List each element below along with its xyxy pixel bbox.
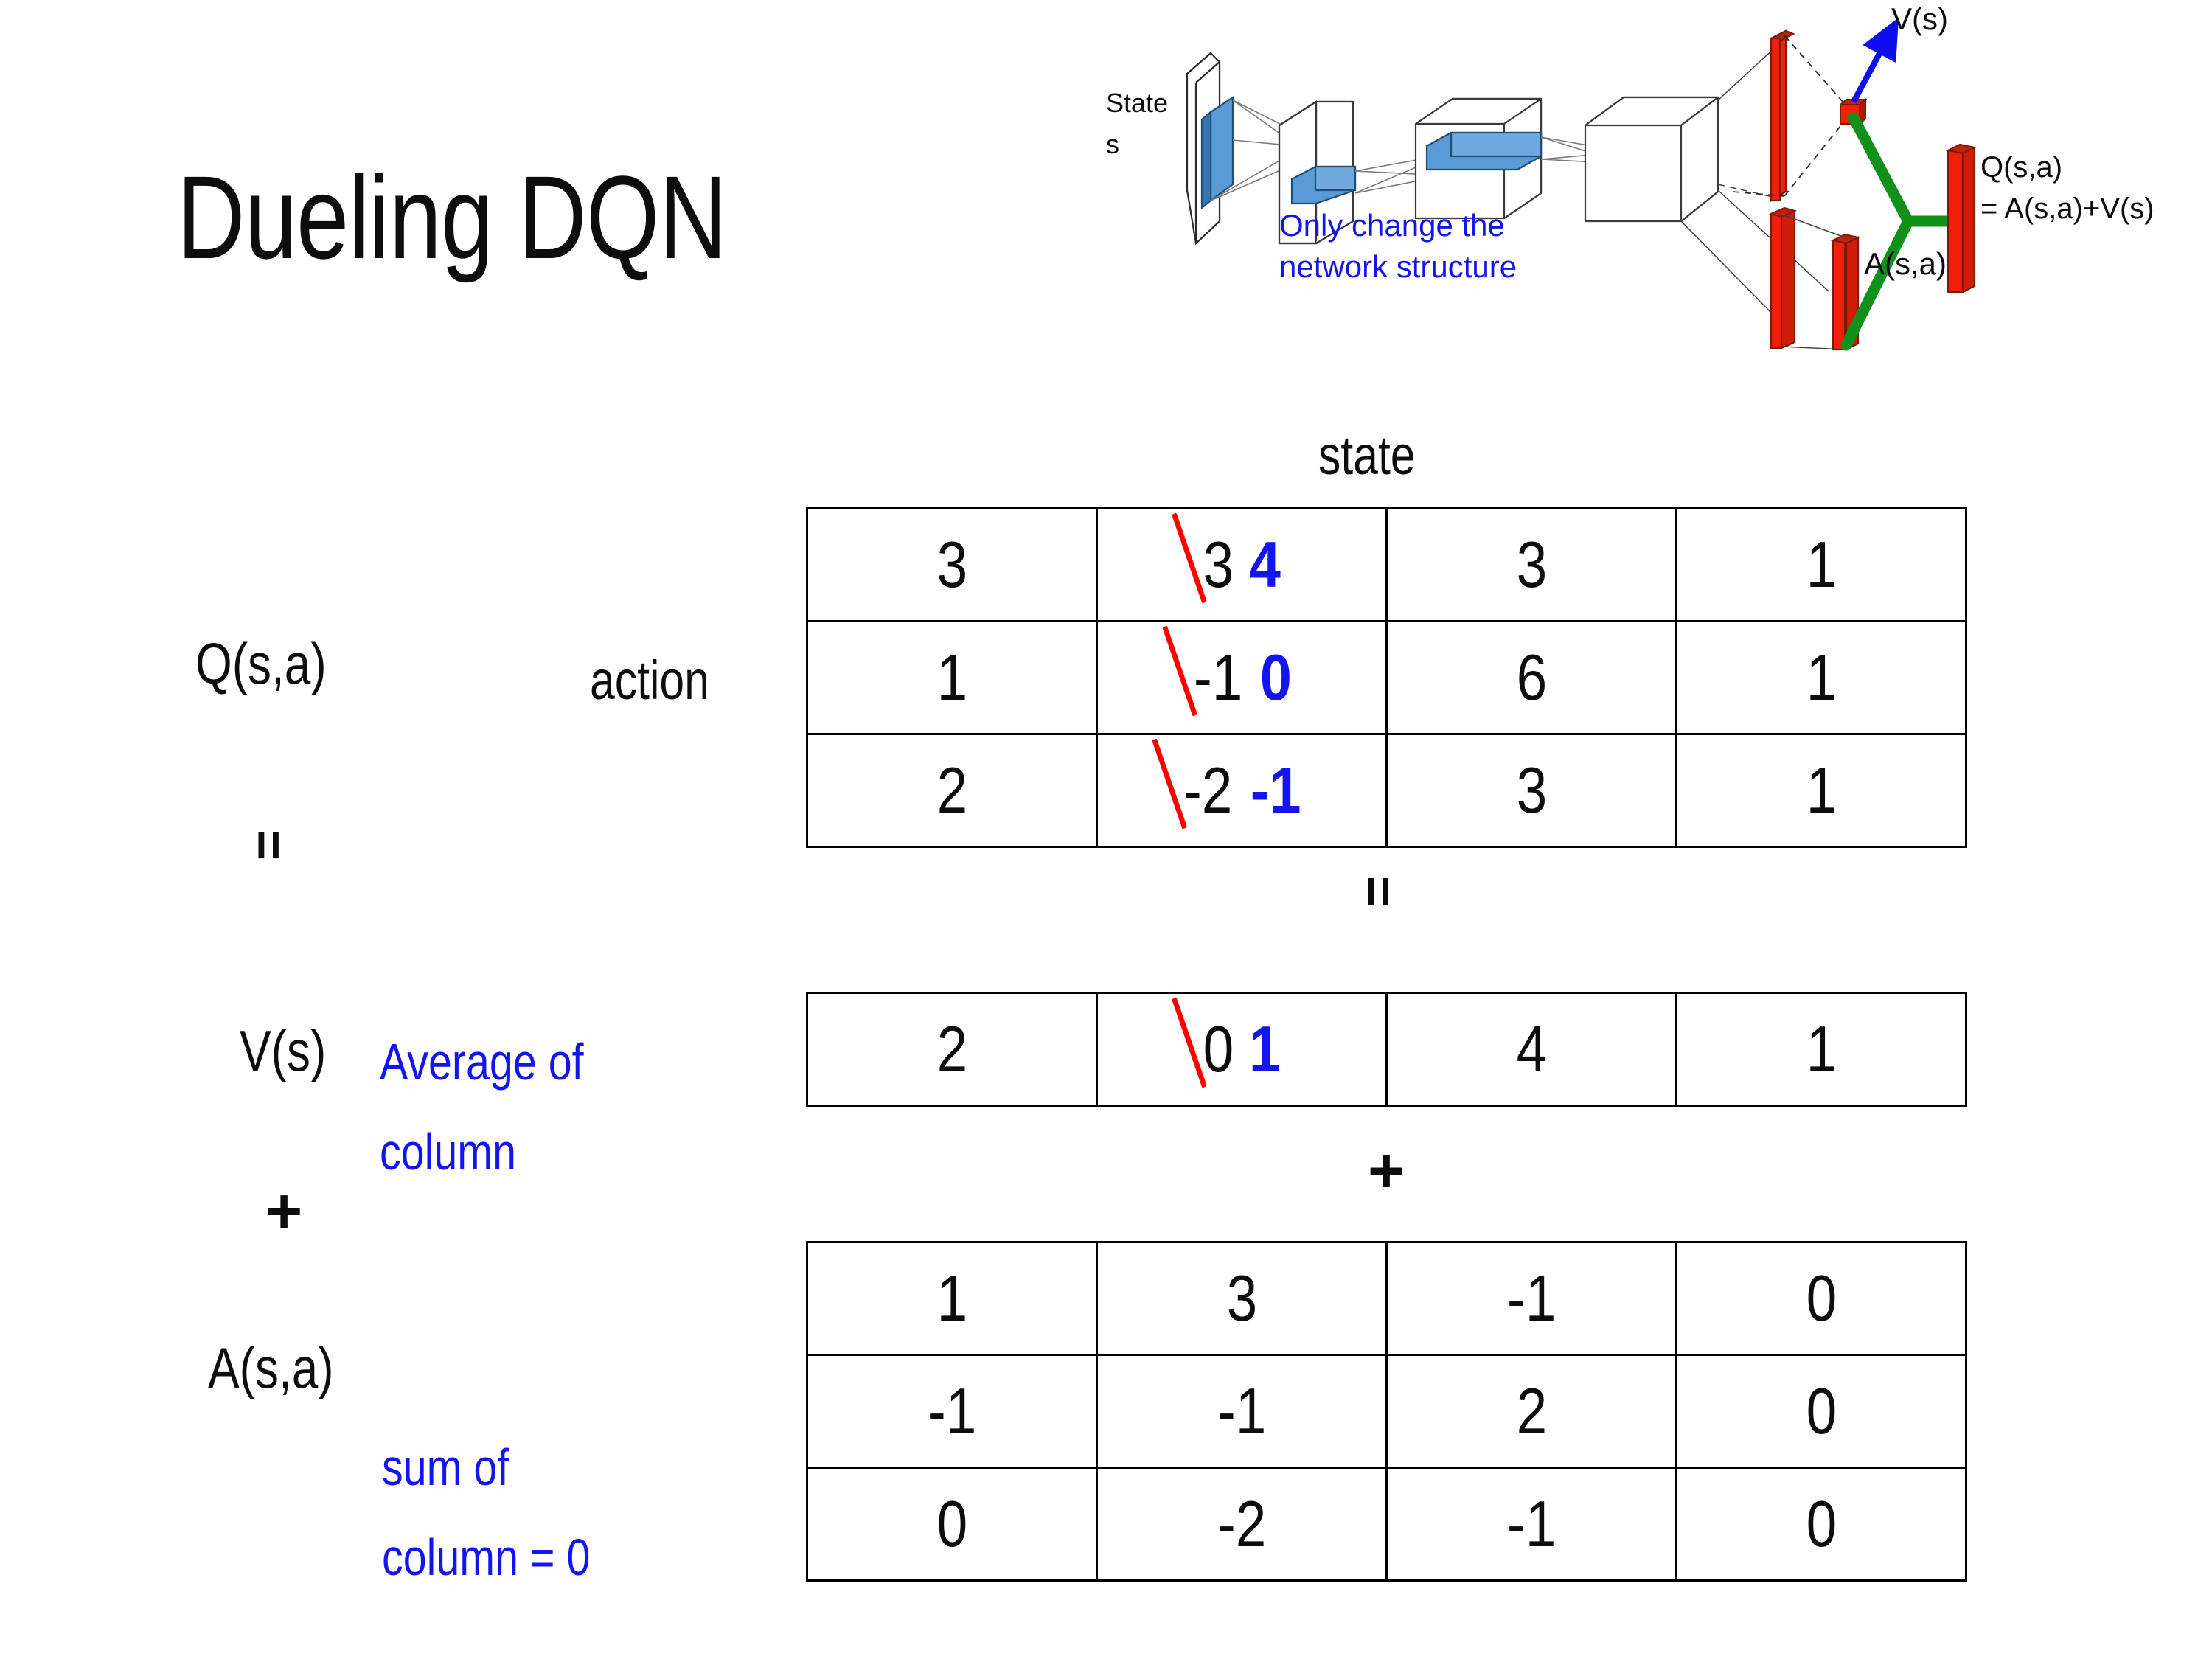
dueling-network-diagram: State s Only change the network structur… xyxy=(1099,0,2212,413)
plus-operator-center: + xyxy=(1368,1135,1405,1206)
q-output-label-line1: Q(s,a) xyxy=(1980,151,2062,184)
struck-old-value: 0 xyxy=(1203,1012,1234,1085)
a-cell-r1c3: 0 xyxy=(1675,1354,1967,1469)
table-row: 1 -1 0 6 1 xyxy=(806,620,1967,735)
sum-note-line1: sum of xyxy=(382,1439,509,1496)
a-cell-r0c0: 1 xyxy=(806,1241,1098,1356)
q-cell-r1c2: 6 xyxy=(1385,620,1677,735)
a-table: 1 3 -1 0 -1 -1 2 0 0 -2 -1 0 xyxy=(806,1241,1967,1582)
corrected-new-value: 1 xyxy=(1248,1012,1281,1085)
struck-old-value: 3 xyxy=(1203,528,1234,601)
a-cell-r1c1: -1 xyxy=(1096,1354,1388,1469)
q-cell-r1c3: 1 xyxy=(1675,620,1967,735)
v-cell-c1: 0 1 xyxy=(1096,992,1388,1107)
value-output-label: V(s) xyxy=(1891,1,1948,36)
state-label-line1: State xyxy=(1106,88,1168,118)
q-cell-r0c1: 3 4 xyxy=(1096,507,1388,622)
equals-operator-left-q: = xyxy=(239,830,298,857)
q-cell-r2c2: 3 xyxy=(1385,733,1677,848)
sum-note-line2: column = 0 xyxy=(382,1528,591,1586)
corrected-new-value: 0 xyxy=(1259,641,1292,714)
state-axis-label: state xyxy=(1318,425,1416,486)
a-cell-r1c2: 2 xyxy=(1385,1354,1677,1469)
q-cell-r1c1: -1 0 xyxy=(1096,620,1388,735)
q-table: 3 3 4 3 1 1 -1 0 xyxy=(806,507,1967,848)
struck-old-value: -2 xyxy=(1183,754,1233,827)
equals-operator-center: = xyxy=(1349,876,1408,903)
q-output-label-line2: = A(s,a)+V(s) xyxy=(1980,192,2154,225)
average-note-line2: column xyxy=(380,1123,517,1180)
corrected-new-value: 4 xyxy=(1248,528,1281,601)
table-row: 3 3 4 3 1 xyxy=(806,507,1967,622)
q-cell-r2c3: 1 xyxy=(1675,733,1967,848)
page-title: Dueling DQN xyxy=(177,151,727,283)
table-row: 2 0 1 4 1 xyxy=(806,992,1967,1107)
state-label-line2: s xyxy=(1106,129,1119,159)
q-cell-r0c0: 3 xyxy=(806,507,1098,622)
table-row: 2 -2 -1 3 1 xyxy=(806,733,1967,848)
v-function-label: V(s) xyxy=(240,1018,327,1083)
q-cell-r0c2: 3 xyxy=(1385,507,1677,622)
plus-operator-left: + xyxy=(265,1176,303,1247)
advantage-output-label: A(s,a) xyxy=(1864,246,1947,281)
v-cell-c0: 2 xyxy=(806,992,1098,1107)
v-cell-c3: 1 xyxy=(1675,992,1967,1107)
a-cell-r0c1: 3 xyxy=(1096,1241,1388,1356)
v-cell-c2: 4 xyxy=(1385,992,1677,1107)
a-cell-r0c2: -1 xyxy=(1385,1241,1677,1356)
a-cell-r0c3: 0 xyxy=(1675,1241,1967,1356)
a-function-label: A(s,a) xyxy=(208,1335,334,1400)
table-row: 1 3 -1 0 xyxy=(806,1241,1967,1356)
struck-old-value: -1 xyxy=(1194,641,1243,714)
q-cell-r1c0: 1 xyxy=(806,620,1098,735)
a-cell-r2c1: -2 xyxy=(1096,1467,1388,1582)
a-cell-r2c3: 0 xyxy=(1675,1467,1967,1582)
q-cell-r2c0: 2 xyxy=(806,733,1098,848)
a-cell-r2c2: -1 xyxy=(1385,1467,1677,1582)
table-row: 0 -2 -1 0 xyxy=(806,1467,1967,1582)
network-note-line2: network structure xyxy=(1279,249,1517,284)
average-note-line1: Average of xyxy=(380,1033,584,1091)
action-axis-label: action xyxy=(590,650,709,711)
corrected-new-value: -1 xyxy=(1250,754,1301,827)
q-cell-r2c1: -2 -1 xyxy=(1096,733,1388,848)
q-cell-r0c3: 1 xyxy=(1675,507,1967,622)
q-function-label: Q(s,a) xyxy=(195,631,327,696)
table-row: -1 -1 2 0 xyxy=(806,1354,1967,1469)
a-cell-r1c0: -1 xyxy=(806,1354,1098,1469)
v-table: 2 0 1 4 1 xyxy=(806,992,1967,1107)
a-cell-r2c0: 0 xyxy=(806,1467,1098,1582)
network-note-line1: Only change the xyxy=(1279,208,1505,243)
